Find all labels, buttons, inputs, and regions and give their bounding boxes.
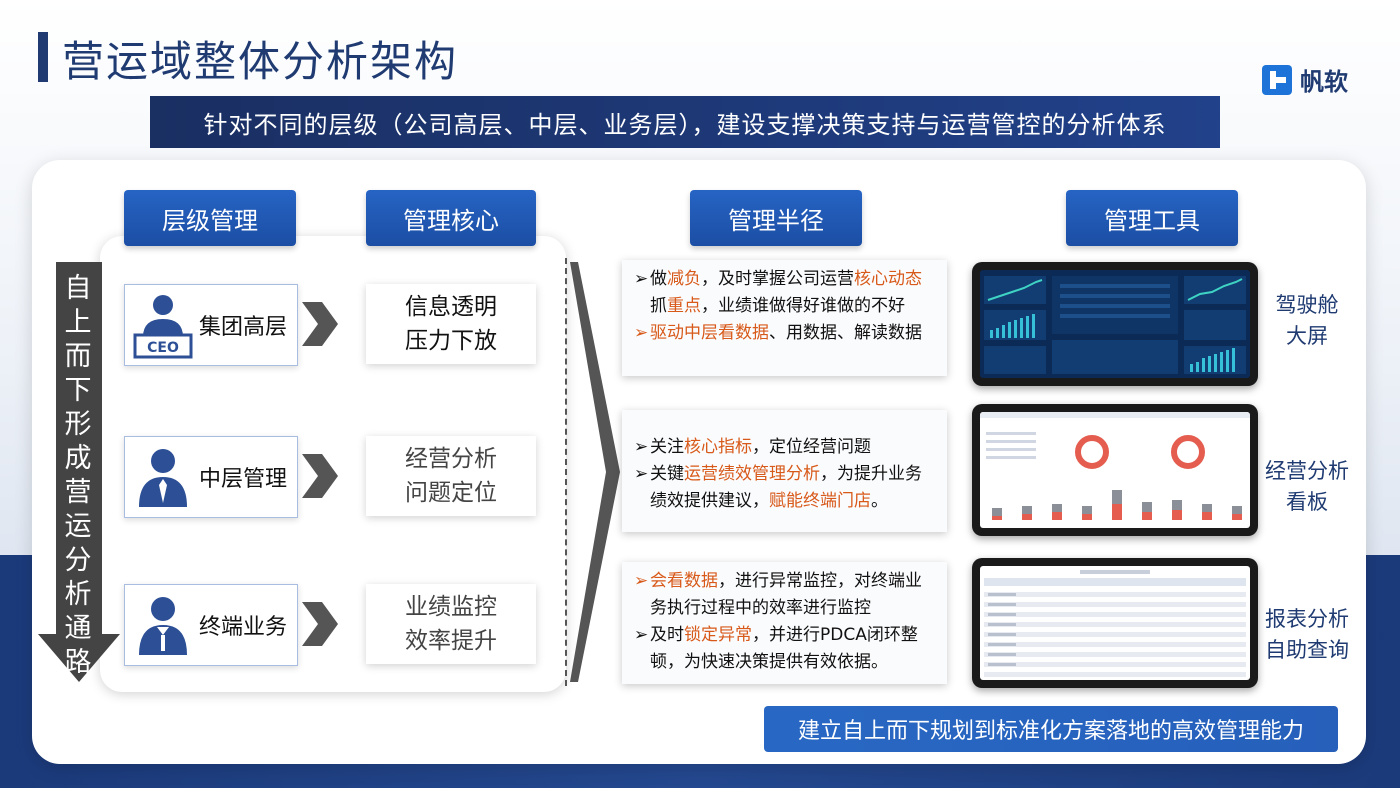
logo-text: 帆软 [1300,68,1348,96]
core-line: 业绩监控 [405,594,497,620]
core-line: 压力下放 [405,328,497,354]
tool-label-line: 自助查询 [1265,638,1349,662]
tool-label-line: 大屏 [1286,324,1328,348]
divider-dashed [565,258,567,686]
role-label: 集团高层 [199,315,288,340]
svg-text:CEO: CEO [147,340,179,356]
brand-logo: 帆软 [1262,62,1348,97]
tool-label-line: 报表分析 [1265,607,1349,631]
tool-label-report: 报表分析 自助查询 [1262,604,1352,666]
column-header-level: 层级管理 [124,190,296,246]
chevron-right-icon [302,602,338,646]
column-header-radius: 管理半径 [690,190,862,246]
role-label: 中层管理 [199,467,288,492]
role-card-middle: 中层管理 [124,436,298,518]
core-card-executive: 信息透明 压力下放 [366,284,536,364]
radius-card-middle: ➢关注核心指标，定位经营问题 ➢关键运营绩效管理分析，为提升业务 绩效提供建议，… [622,410,947,532]
flow-label: 自上而下形成营运分析通路 [64,273,92,678]
role-label: 终端业务 [199,615,288,640]
role-card-executive: CEO 集团高层 [124,284,298,366]
tool-screenshot-cockpit [972,262,1258,386]
core-card-middle: 经营分析 问题定位 [366,436,536,516]
radius-card-executive: ➢做减负，及时掌握公司运营核心动态 抓重点，业绩谁做得好谁做的不好 ➢驱动中层看… [622,260,947,376]
role-card-frontline: 终端业务 [124,584,298,666]
report-table-thumbnail [980,566,1250,680]
core-line: 效率提升 [405,628,497,654]
core-line: 经营分析 [405,446,497,472]
title-accent-bar [38,32,48,82]
core-card-frontline: 业绩监控 效率提升 [366,584,536,664]
core-line: 信息透明 [405,294,497,320]
tool-label-line: 驾驶舱 [1275,293,1339,317]
tool-label-analysis: 经营分析 看板 [1262,456,1352,518]
tool-label-line: 经营分析 [1265,459,1349,483]
top-down-arrow-icon [38,262,120,682]
staff-icon [139,597,187,655]
tool-screenshot-analysis [972,404,1258,536]
tool-label-cockpit: 驾驶舱 大屏 [1262,290,1352,352]
core-line: 问题定位 [405,480,497,506]
logo-icon [1262,64,1292,95]
radius-card-frontline: ➢会看数据，进行异常监控，对终端业 务执行过程中的效率进行监控 ➢及时锁定异常，… [622,562,947,684]
subtitle-banner: 针对不同的层级（公司高层、中层、业务层），建设支撑决策支持与运营管控的分析体系 [150,96,1220,148]
tool-label-line: 看板 [1286,490,1328,514]
page-title: 营运域整体分析架构 [62,37,459,86]
big-chevron-right-icon [570,262,620,682]
manager-icon [139,449,187,507]
column-header-tools: 管理工具 [1066,190,1238,246]
tool-screenshot-report [972,558,1258,688]
cockpit-dashboard-thumbnail [980,270,1250,378]
bottom-banner: 建立自上而下规划到标准化方案落地的高效管理能力 [764,706,1338,752]
ceo-icon: CEO [133,295,193,359]
column-header-core: 管理核心 [366,190,536,246]
chevron-right-icon [302,454,338,498]
chevron-right-icon [302,302,338,346]
analysis-board-thumbnail [980,412,1250,528]
